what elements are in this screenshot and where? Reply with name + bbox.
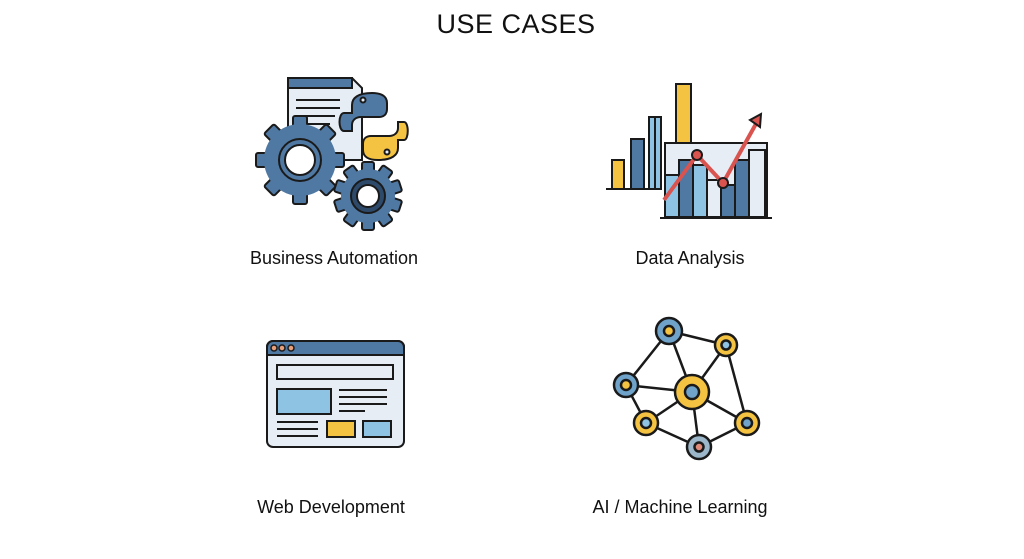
use-case-label-data-analysis: Data Analysis xyxy=(635,248,745,268)
use-case-label-business-automation: Business Automation xyxy=(249,248,419,268)
bar-line-chart-icon xyxy=(606,83,772,219)
use-case-label-web-development: Web Development xyxy=(257,497,405,517)
page-title: USE CASES xyxy=(436,9,596,39)
neural-network-icon xyxy=(612,316,761,461)
use-case-label-ai-ml: AI / Machine Learning xyxy=(592,497,768,517)
browser-window-icon xyxy=(266,340,405,448)
gears-python-icon xyxy=(255,77,409,231)
